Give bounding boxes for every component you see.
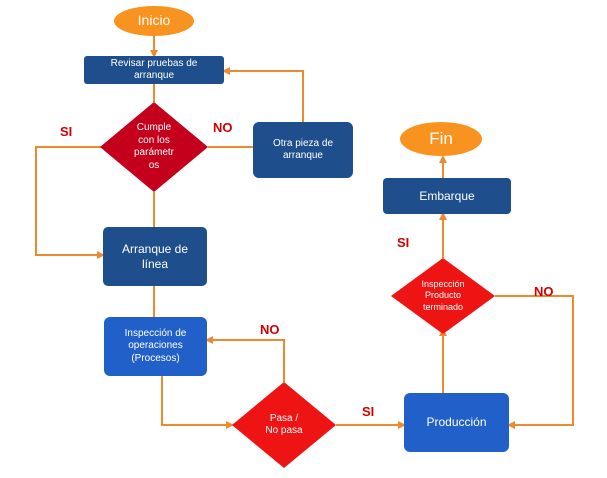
no-passfail-label: NO (260, 322, 280, 337)
shipment-box (383, 178, 511, 214)
review-tests-box (84, 56, 224, 84)
meets-params-decision (100, 102, 208, 192)
end-terminal (400, 122, 482, 156)
edge-inspection-to-passfail (161, 376, 234, 429)
si-passfail-label: SI (362, 404, 375, 419)
production-box (404, 393, 509, 452)
other-piece-box (253, 122, 353, 178)
edge-decision-si-to-line (35, 146, 108, 259)
pass-fail-decision (232, 382, 336, 468)
finished-inspection-decision (391, 258, 495, 334)
no-params-label: NO (213, 120, 233, 135)
edge-finished-no-to-production (495, 295, 574, 429)
no-finished-label: NO (534, 284, 554, 299)
si-params-label: SI (60, 124, 73, 139)
line-start-box (103, 227, 207, 286)
edge-passfail-no-to-inspection (205, 336, 285, 382)
si-finished-label: SI (397, 235, 410, 250)
start-terminal (114, 6, 194, 36)
ops-inspection-box (104, 317, 207, 376)
edge-other-to-review (222, 67, 304, 122)
